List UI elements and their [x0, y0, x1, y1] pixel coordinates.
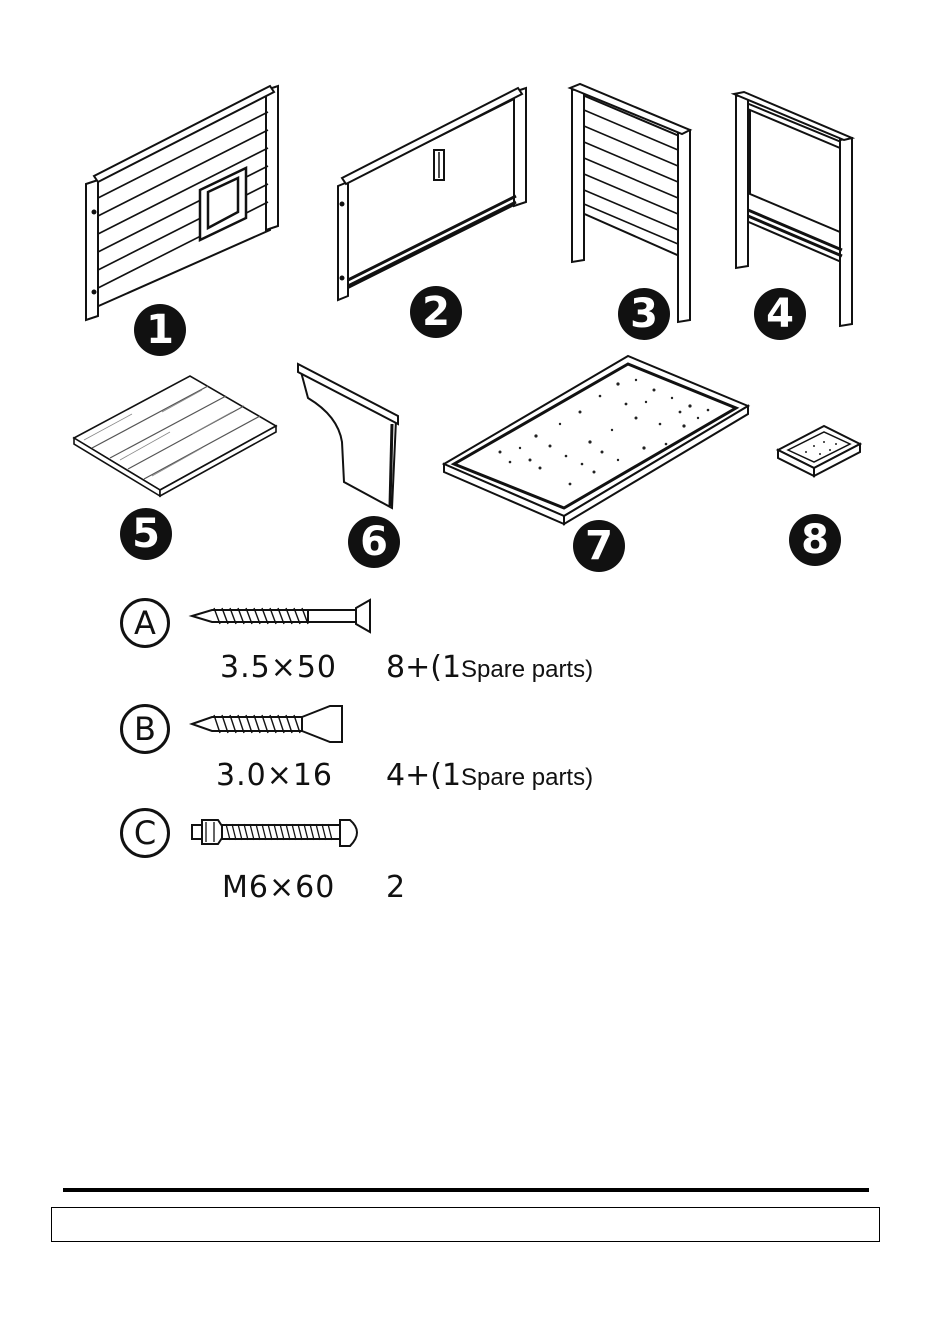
part-number-badge: 3: [618, 288, 670, 340]
part-number-badge: 6: [348, 516, 400, 568]
part-number-badge: 5: [120, 508, 172, 560]
side-panel-slatted-icon: [566, 84, 696, 324]
hardware-size-b: 3.0×16: [216, 758, 333, 793]
spare-label: Spare parts): [461, 764, 593, 791]
roof-board-icon: [72, 372, 282, 502]
bolt-with-nut-icon: [190, 812, 370, 852]
footer-box: [51, 1207, 880, 1242]
wood-screw-long-icon: [190, 598, 380, 634]
part-number-badge: 7: [573, 520, 625, 572]
wall-panel-with-door-icon: [80, 80, 290, 320]
hardware-quantity-b: 4+(1Spare parts): [386, 758, 593, 793]
hardware-letter-c: C: [120, 808, 170, 858]
hardware-letter-a: A: [120, 598, 170, 648]
floor-tray-icon: [440, 352, 752, 528]
hardware-size-c: M6×60: [222, 870, 335, 905]
part-number-badge: 8: [789, 514, 841, 566]
curved-divider-icon: [294, 362, 404, 512]
quantity-value: 2: [386, 870, 405, 905]
wood-screw-short-icon: [190, 704, 350, 744]
hardware-size-a: 3.5×50: [220, 650, 337, 685]
hardware-quantity-a: 8+(1Spare parts): [386, 650, 593, 685]
quantity-value: 8+(: [386, 650, 442, 685]
back-panel-with-vent-icon: [334, 84, 534, 304]
quantity-value: 4+(: [386, 758, 442, 793]
spare-count: 1: [442, 758, 461, 793]
small-tray-icon: [774, 422, 864, 482]
footer-rule: [63, 1188, 869, 1192]
part-number-badge: 4: [754, 288, 806, 340]
hardware-letter-b: B: [120, 704, 170, 754]
part-number-badge: 1: [134, 304, 186, 356]
spare-count: 1: [442, 650, 461, 685]
part-number-badge: 2: [410, 286, 462, 338]
spare-label: Spare parts): [461, 656, 593, 683]
hardware-quantity-c: 2: [386, 870, 405, 905]
